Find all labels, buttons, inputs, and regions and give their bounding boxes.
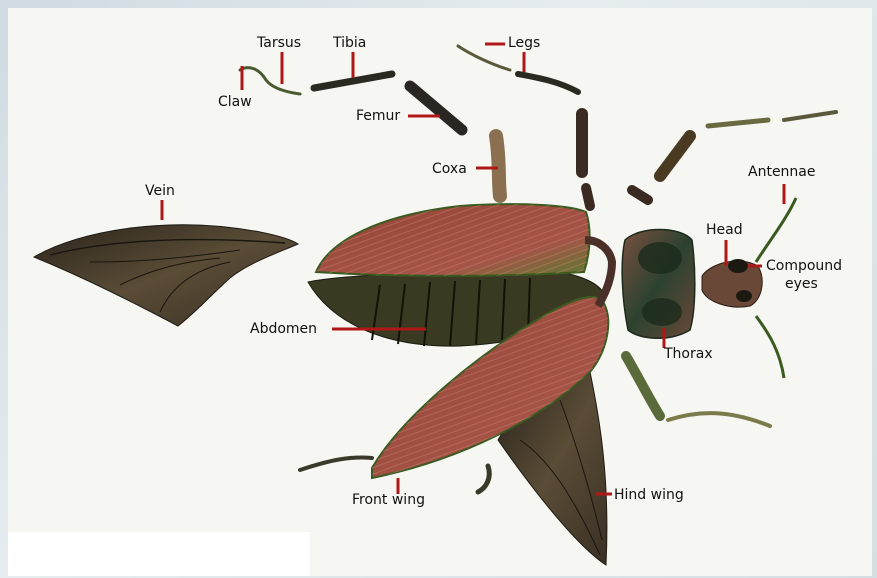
label-hind-wing: Hind wing bbox=[614, 487, 684, 503]
label-compound-eyes-line1: Compound bbox=[766, 258, 842, 274]
thorax-shape bbox=[622, 230, 695, 339]
detached-wing bbox=[34, 225, 298, 326]
upper-elytron bbox=[316, 204, 590, 276]
label-claw: Claw bbox=[218, 94, 252, 110]
label-tibia: Tibia bbox=[333, 35, 366, 51]
label-compound-eyes-line2: eyes bbox=[785, 276, 818, 292]
label-coxa: Coxa bbox=[432, 161, 467, 177]
label-tarsus: Tarsus bbox=[257, 35, 301, 51]
label-legs: Legs bbox=[508, 35, 540, 51]
white-overlay-box bbox=[8, 532, 310, 576]
label-front-wing: Front wing bbox=[352, 492, 425, 508]
label-femur: Femur bbox=[356, 108, 400, 124]
label-vein: Vein bbox=[145, 183, 175, 199]
label-head: Head bbox=[706, 222, 743, 238]
label-antennae: Antennae bbox=[748, 164, 816, 180]
label-abdomen: Abdomen bbox=[250, 321, 317, 337]
label-thorax: Thorax bbox=[664, 346, 713, 362]
